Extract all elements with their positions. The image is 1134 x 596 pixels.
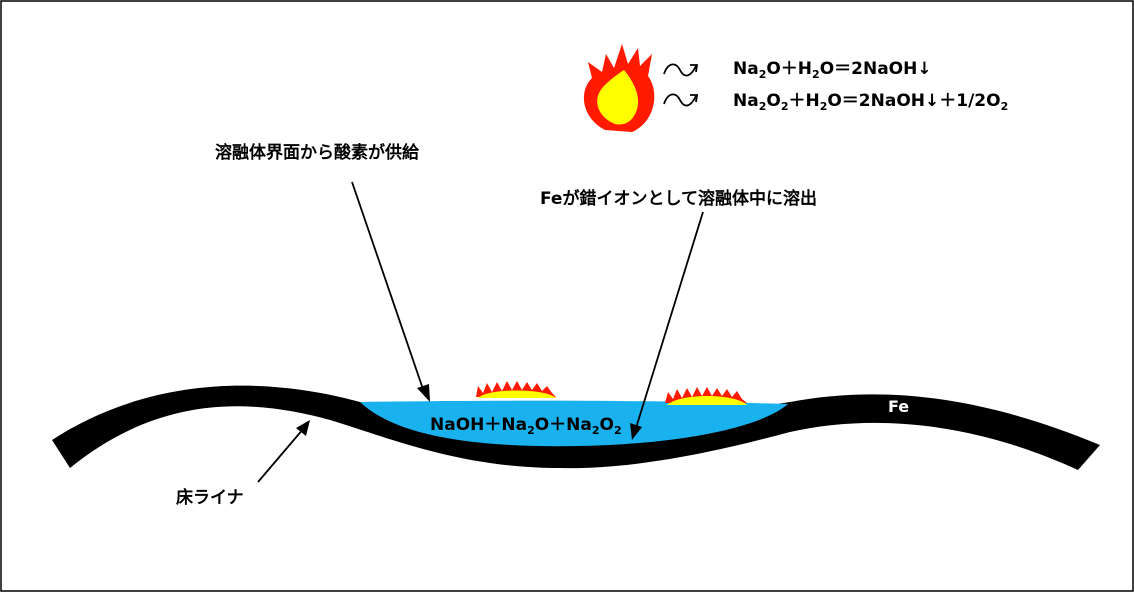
- equation-1: Na2O＋H2O＝2NaOH↓: [733, 59, 932, 81]
- arrow-oxygen-supply: [351, 181, 430, 402]
- equation-2: Na2O2＋H2O＝2NaOH↓＋1/2O2: [733, 91, 1008, 113]
- arrow-floor-liner: [257, 420, 310, 483]
- floor-liner-shape: [52, 385, 1100, 470]
- molten-pool: [360, 400, 788, 447]
- wavy-arrow-icon-1: [663, 63, 699, 77]
- label-fe-dissolution: Feが錯イオンとして溶融体中に溶出: [540, 188, 817, 209]
- wavy-arrow-icon-2: [663, 93, 699, 107]
- label-fe: Fe: [888, 397, 909, 416]
- flame-icon: [583, 44, 655, 132]
- surface-flame-left: [476, 381, 556, 398]
- label-floor-liner: 床ライナ: [176, 487, 244, 508]
- surface-flame-right: [665, 387, 747, 405]
- label-oxygen-supply: 溶融体界面から酸素が供給: [215, 142, 420, 163]
- arrow-fe-dissolution: [630, 211, 704, 440]
- melt-composition-label: NaOH＋Na2O＋Na2O2: [430, 415, 622, 437]
